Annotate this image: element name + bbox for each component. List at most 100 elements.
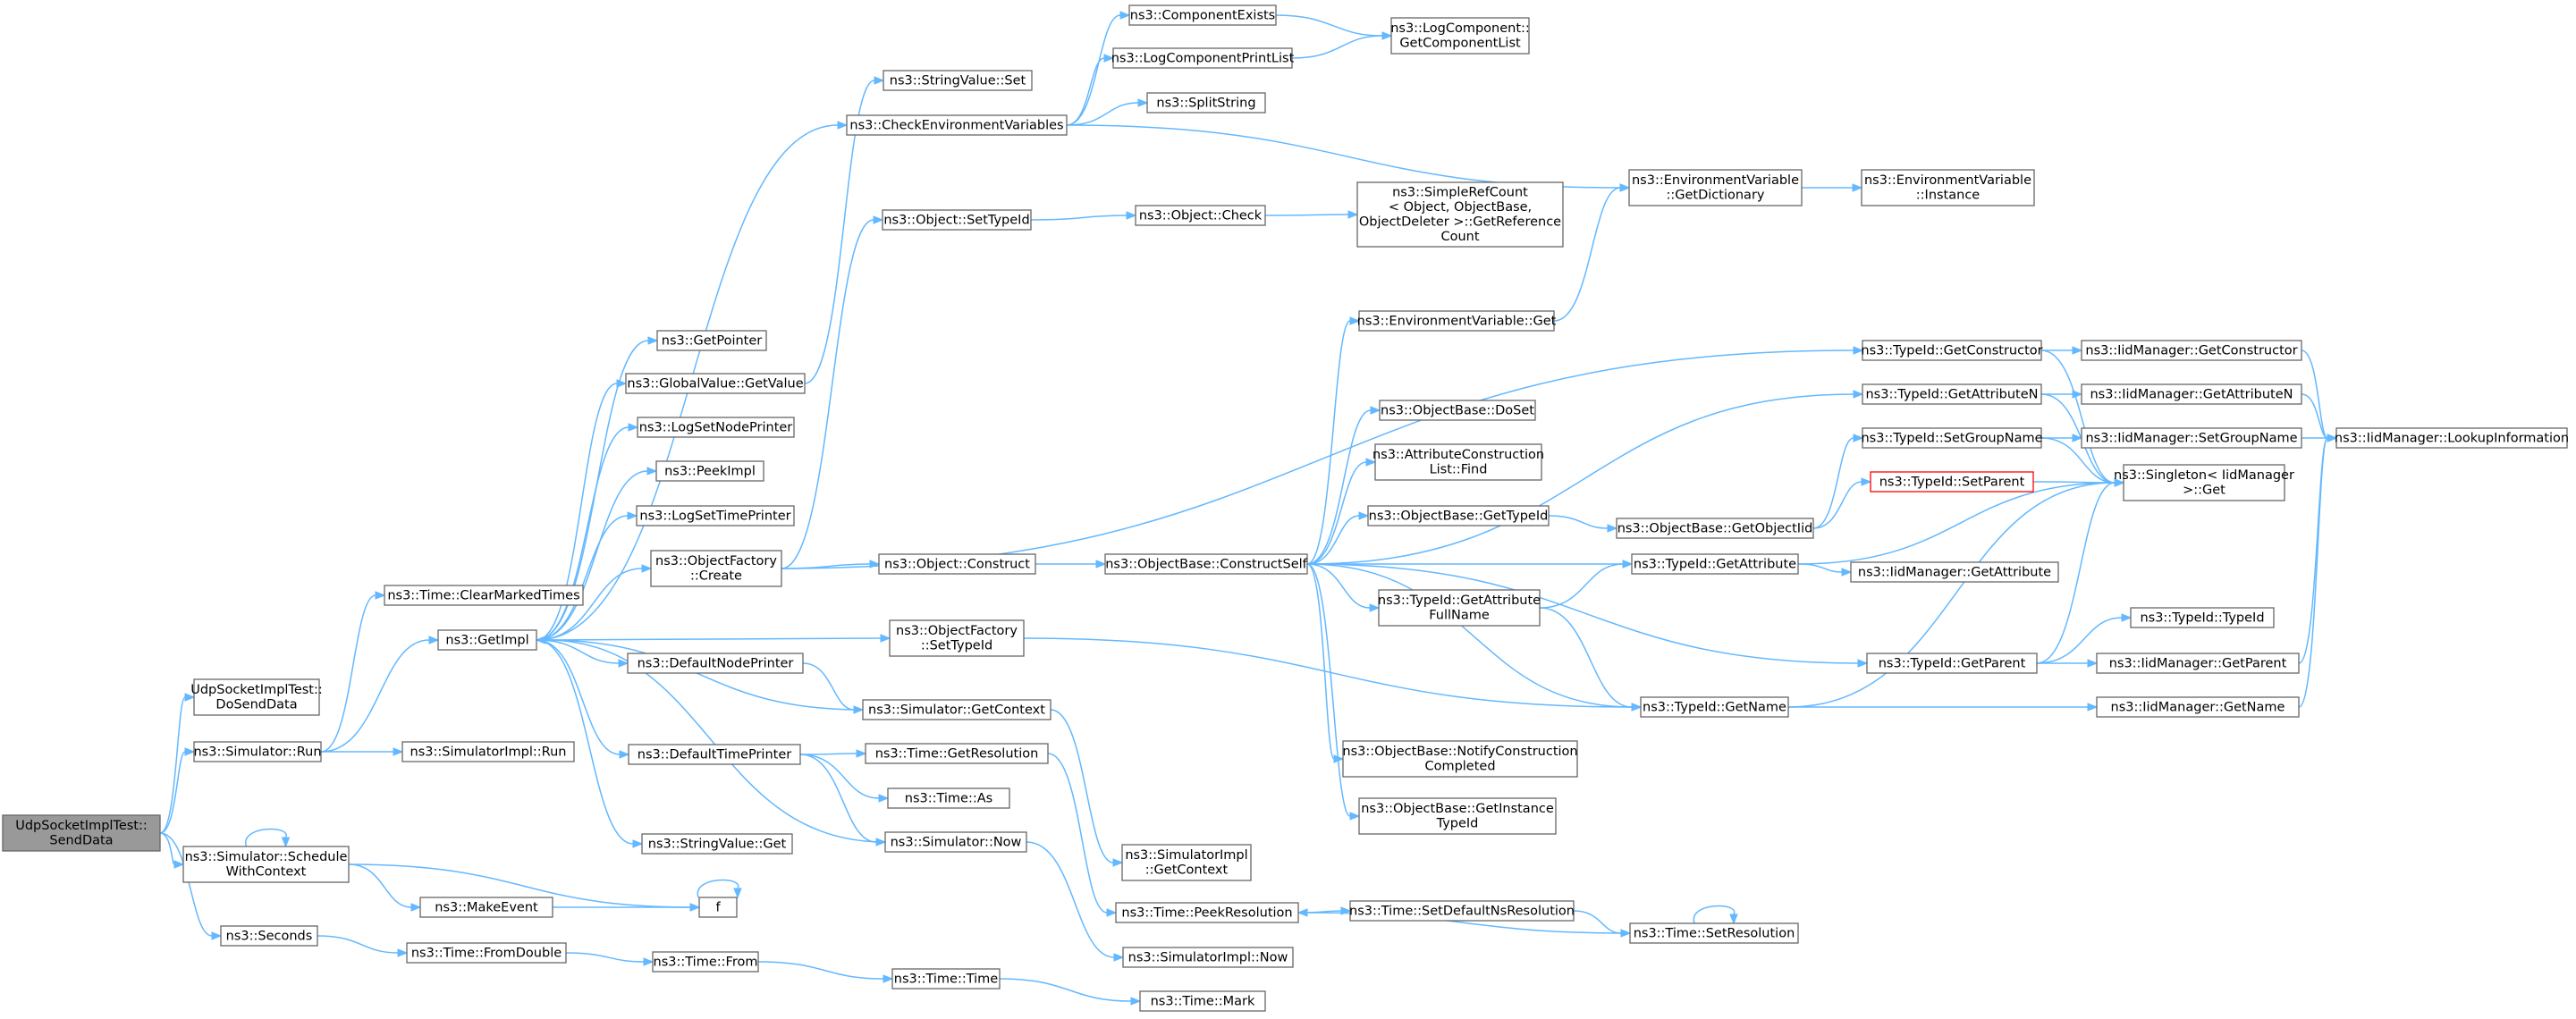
edge-simrun-to-simimplrun <box>320 747 404 756</box>
graph-node-simimplgetctx[interactable]: ns3::SimulatorImpl::GetContext <box>1121 844 1252 881</box>
node-label: DoSendData <box>215 698 297 712</box>
graph-node-setdefns[interactable]: ns3::Time::SetDefaultNsResolution <box>1349 900 1575 922</box>
graph-node-simplerefcount[interactable]: ns3::SimpleRefCount< Object, ObjectBase,… <box>1356 181 1564 248</box>
graph-node-obgettid[interactable]: ns3::ObjectBase::GetTypeId <box>1367 505 1550 526</box>
graph-node-getpointer[interactable]: ns3::GetPointer <box>656 330 767 351</box>
graph-node-peekres[interactable]: ns3::Time::PeekResolution <box>1115 902 1299 923</box>
edge-line <box>757 961 884 980</box>
graph-node-logcompget[interactable]: ns3::LogComponent::GetComponentList <box>1390 17 1530 55</box>
graph-node-splitstring[interactable]: ns3::SplitString <box>1146 92 1266 114</box>
graph-node-defnode[interactable]: ns3::DefaultNodePrinter <box>627 653 804 674</box>
graph-node-simgetctx[interactable]: ns3::Simulator::GetContext <box>862 699 1052 720</box>
edge-arrowhead <box>1853 434 1864 442</box>
edge-iidgetname-to-iidlookup <box>2298 434 2338 708</box>
edge-sched-to-makeevent <box>348 863 422 912</box>
graph-node-obnotify[interactable]: ns3::ObjectBase::NotifyConstructionCompl… <box>1342 740 1578 778</box>
graph-node-ofsettid[interactable]: ns3::ObjectFactory::SetTypeId <box>889 619 1025 657</box>
edge-send-to-seconds <box>159 832 223 940</box>
graph-node-tidgetattr[interactable]: ns3::TypeId::GetAttribute <box>1631 553 1799 575</box>
graph-node-f[interactable]: f <box>698 897 738 918</box>
graph-node-fromdouble[interactable]: ns3::Time::FromDouble <box>406 942 567 964</box>
graph-node-envdict[interactable]: ns3::EnvironmentVariable::GetDictionary <box>1628 169 1803 206</box>
edge-line <box>1275 14 1383 37</box>
graph-node-obconstructself[interactable]: ns3::ObjectBase::ConstructSelf <box>1104 553 1308 575</box>
graph-node-logsetnode[interactable]: ns3::LogSetNodePrinter <box>637 417 795 438</box>
graph-node-logsettime[interactable]: ns3::LogSetTimePrinter <box>636 505 795 526</box>
edge-line <box>1030 215 1128 221</box>
edge-line <box>1291 35 1383 59</box>
edge-arrowhead <box>874 76 885 85</box>
node-label: ns3::TypeId::GetName <box>1643 700 1786 714</box>
node-label: SendData <box>49 834 113 848</box>
graph-node-mark[interactable]: ns3::Time::Mark <box>1139 990 1266 1012</box>
graph-node-dosend[interactable]: UdpSocketImplTest::DoSendData <box>190 678 323 716</box>
graph-node-iidgetparent[interactable]: ns3::IidManager::GetParent <box>2096 653 2300 674</box>
graph-node-envinst[interactable]: ns3::EnvironmentVariable::Instance <box>1861 169 2035 206</box>
graph-node-simimplnow[interactable]: ns3::SimulatorImpl::Now <box>1122 947 1294 968</box>
graph-node-svget[interactable]: ns3::StringValue::Get <box>641 833 793 855</box>
node-box <box>1870 471 2034 493</box>
graph-node-simnow[interactable]: ns3::Simulator::Now <box>884 831 1027 853</box>
graph-node-timeas[interactable]: ns3::Time::As <box>887 787 1010 809</box>
edge-line <box>1066 102 1139 126</box>
graph-node-from[interactable]: ns3::Time::From <box>652 951 759 973</box>
graph-node-iidlookup[interactable]: ns3::IidManager::LookupInformation <box>2335 427 2569 449</box>
edge-line <box>1693 905 1736 924</box>
graph-node-tidgetctor[interactable]: ns3::TypeId::GetConstructor <box>1861 340 2043 361</box>
graph-node-makeevent[interactable]: ns3::MakeEvent <box>419 897 553 918</box>
graph-node-tidtid[interactable]: ns3::TypeId::TypeId <box>2130 607 2275 628</box>
edge-arrowhead <box>1381 31 1393 40</box>
graph-node-iidgetname[interactable]: ns3::IidManager::GetName <box>2096 696 2300 718</box>
edge-arrowhead <box>1137 98 1149 107</box>
graph-node-tidgetparent[interactable]: ns3::TypeId::GetParent <box>1866 653 2038 674</box>
graph-node-ofcreate[interactable]: ns3::ObjectFactory::Create <box>650 550 782 587</box>
edge-line <box>1306 461 1367 565</box>
graph-node-tidsetparent[interactable]: ns3::TypeId::SetParent <box>1870 471 2034 493</box>
graph-node-compexists[interactable]: ns3::ComponentExists <box>1128 4 1277 26</box>
node-label: ns3::DefaultNodePrinter <box>638 656 794 670</box>
graph-node-iidgetattr[interactable]: ns3::IidManager::GetAttribute <box>1850 561 2059 583</box>
graph-node-envget[interactable]: ns3::EnvironmentVariable::Get <box>1357 310 1557 332</box>
graph-node-iidsetgroup[interactable]: ns3::IidManager::SetGroupName <box>2081 427 2302 449</box>
graph-node-iidgetattrn[interactable]: ns3::IidManager::GetAttributeN <box>2081 383 2302 405</box>
graph-node-iidgetctor[interactable]: ns3::IidManager::GetConstructor <box>2081 340 2302 361</box>
edge-obgetoid-to-tidsetgroup <box>1812 434 1864 529</box>
graph-node-getres[interactable]: ns3::Time::GetResolution <box>865 743 1049 764</box>
graph-node-checkenv[interactable]: ns3::CheckEnvironmentVariables <box>846 114 1068 136</box>
edge-tidgetattr-to-iidgetattr <box>1797 563 1853 577</box>
edge-arrowhead <box>1841 568 1853 577</box>
graph-node-clearmarked[interactable]: ns3::Time::ClearMarkedTimes <box>384 585 584 606</box>
graph-node-timetime[interactable]: ns3::Time::Time <box>891 968 1001 990</box>
graph-node-tidgetname[interactable]: ns3::TypeId::GetName <box>1640 696 1789 718</box>
graph-node-svset[interactable]: ns3::StringValue::Set <box>883 70 1033 91</box>
edge-line <box>2040 349 2116 484</box>
node-label: ns3::TypeId::GetParent <box>1879 656 2026 670</box>
graph-node-singleton[interactable]: ns3::Singleton< IidManager >::Get <box>2114 464 2294 501</box>
graph-node-deftime[interactable]: ns3::DefaultTimePrinter <box>628 744 801 765</box>
node-label: ns3::LogSetNodePrinter <box>639 420 793 434</box>
edge-arrowhead <box>628 423 639 432</box>
graph-node-getimpl[interactable]: ns3::GetImpl <box>437 629 537 651</box>
graph-node-peekimpl[interactable]: ns3::PeekImpl <box>655 460 764 482</box>
graph-node-simrun[interactable]: ns3::Simulator::Run <box>193 741 322 762</box>
edge-arrowhead <box>2327 434 2338 442</box>
graph-node-tidgetattrn[interactable]: ns3::TypeId::GetAttributeN <box>1862 383 2042 405</box>
graph-node-objsettid[interactable]: ns3::Object::SetTypeId <box>882 209 1032 231</box>
graph-node-gvgetvalue[interactable]: ns3::GlobalValue::GetValue <box>625 373 806 394</box>
graph-node-simimplrun[interactable]: ns3::SimulatorImpl::Run <box>401 741 575 762</box>
node-label: ns3::IidManager::GetParent <box>2109 656 2287 670</box>
graph-node-tidsetgroup[interactable]: ns3::TypeId::SetGroupName <box>1861 427 2043 449</box>
graph-node-objcheck[interactable]: ns3::Object::Check <box>1135 205 1266 226</box>
edge-arrowhead <box>2072 434 2083 442</box>
edge-line <box>536 426 629 641</box>
graph-node-logcompprint[interactable]: ns3::LogComponentPrintList <box>1111 47 1295 69</box>
graph-node-seconds[interactable]: ns3::Seconds <box>220 925 318 947</box>
graph-node-setres[interactable]: ns3::Time::SetResolution <box>1629 922 1799 944</box>
graph-node-obgetoid[interactable]: ns3::ObjectBase::GetObjectIid <box>1616 518 1814 539</box>
graph-node-objconstruct[interactable]: ns3::Object::Construct <box>878 553 1036 575</box>
graph-node-obdoset[interactable]: ns3::ObjectBase::DoSet <box>1379 400 1536 421</box>
